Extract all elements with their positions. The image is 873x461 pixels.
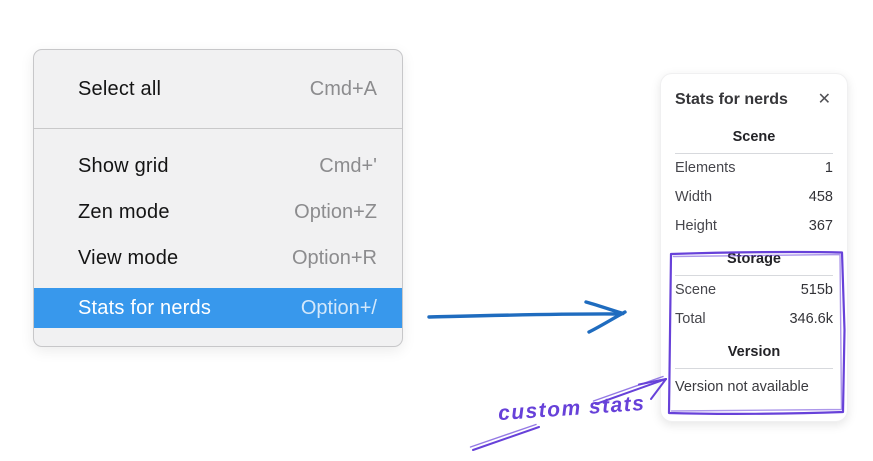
menu-item-shortcut: Option+R <box>291 246 377 269</box>
stat-value: 346.6k <box>789 311 833 327</box>
menu-to-panel-arrow-icon <box>427 300 627 334</box>
stat-value: 515b <box>800 282 833 298</box>
stat-label: Width <box>675 189 713 205</box>
section-heading: Version <box>727 344 781 360</box>
section-heading: Storage <box>727 251 781 267</box>
menu-item-stats-for-nerds[interactable]: Stats for nerds Option+/ <box>34 288 402 328</box>
menu-item-shortcut: Cmd+' <box>319 154 377 177</box>
stat-label: Height <box>675 218 717 234</box>
menu-item-show-grid[interactable]: Show grid Cmd+' <box>34 143 402 189</box>
stat-row: Total 346.6k <box>675 305 833 334</box>
menu-item-label: Show grid <box>78 154 169 177</box>
section-note: Version not available <box>675 379 809 395</box>
stat-label: Elements <box>675 160 736 176</box>
menu-item-shortcut: Option+Z <box>294 200 377 223</box>
stat-row: Height 367 <box>675 212 833 241</box>
stats-panel-title: Stats for nerds <box>675 91 788 108</box>
menu-item-select-all[interactable]: Select all Cmd+A <box>34 66 402 112</box>
menu-item-label: Zen mode <box>78 200 170 223</box>
stat-label: Total <box>675 311 706 327</box>
menu-item-label: Stats for nerds <box>78 296 212 319</box>
menu-item-shortcut: Cmd+A <box>309 77 377 100</box>
custom-stats-arrow-icon <box>469 375 667 451</box>
close-icon[interactable]: ✕ <box>817 91 831 108</box>
stats-panel-header: Stats for nerds ✕ <box>675 88 833 112</box>
stat-value: 1 <box>824 160 833 176</box>
stat-row: Elements 1 <box>675 154 833 183</box>
section-heading: Scene <box>732 129 776 145</box>
stat-value: 458 <box>808 189 833 205</box>
menu-item-label: View mode <box>78 246 179 269</box>
stat-row: Width 458 <box>675 183 833 212</box>
stat-row: Scene 515b <box>675 276 833 305</box>
section-divider <box>675 153 833 154</box>
stat-label: Scene <box>675 282 717 298</box>
menu-group: Select all Cmd+A <box>34 66 402 112</box>
menu-item-shortcut: Option+/ <box>300 296 377 319</box>
menu-item-label: Select all <box>78 77 162 100</box>
menu-item-zen-mode[interactable]: Zen mode Option+Z <box>34 189 402 235</box>
menu-item-view-mode[interactable]: View mode Option+R <box>34 235 402 281</box>
section-divider <box>675 368 833 369</box>
stat-value: 367 <box>808 218 833 234</box>
custom-stats-label: custom stats <box>497 391 647 426</box>
